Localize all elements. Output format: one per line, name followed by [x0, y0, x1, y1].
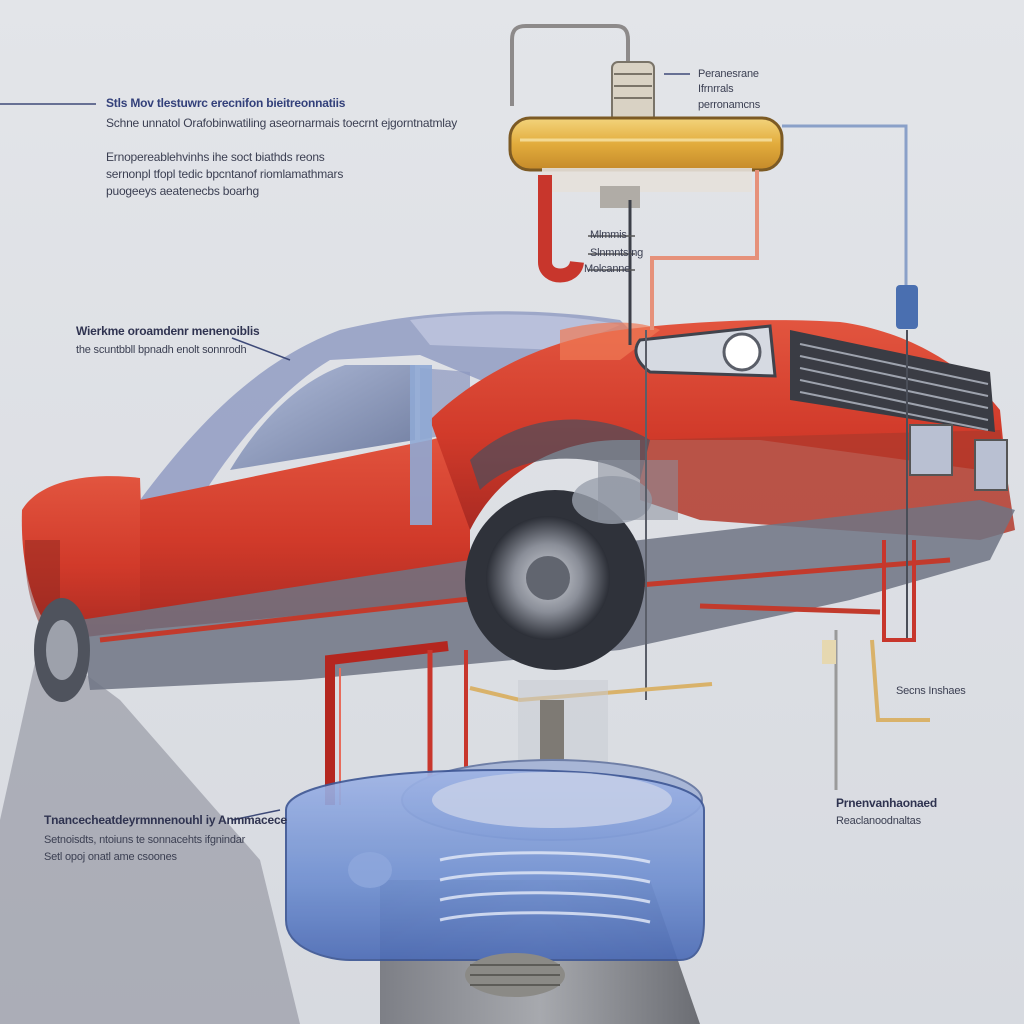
callout-main-text-1: Ernopereablehvinhs ihe soct biathds reon… — [106, 150, 325, 164]
hydraulic-pump-unit — [285, 641, 713, 997]
callout-main-text-2: sernonpl tfopl tedic bpcntanof riomlamat… — [106, 167, 344, 181]
callout-right-1: Secns Inshaes — [896, 685, 966, 697]
callout-reservoir-1: Peranesrane — [698, 68, 759, 80]
callout-right-3: Reaclanoodnaltas — [836, 815, 921, 827]
callout-valve-3: Molcanne — [584, 263, 631, 275]
callout-valve-2: Slnmntstng — [590, 247, 644, 259]
callout-pump-1: Tnancecheatdeyrmnnenouhl iy Anmmacece — [44, 813, 287, 827]
callout-valve-1: Mlmmis — [590, 229, 627, 241]
callout-fender-2: the scuntbbll bpnadh enolt sonnrodh — [76, 344, 247, 356]
car-body — [21, 311, 1015, 702]
callout-pump-3: Setl opoj onatl ame csoones — [44, 851, 177, 863]
callout-fender-1: Wierkme oroamdenr menenoiblis — [76, 324, 260, 338]
callout-main-title: Stls Mov tlestuwrc erecnifon bieitreonna… — [106, 96, 346, 110]
callout-lines — [0, 73, 690, 821]
callout-reservoir-3: perronamcns — [698, 99, 760, 111]
callout-reservoir-2: Ifrnrrals — [698, 83, 734, 95]
callout-main-text-3: puogeeys aeatenecbs boarhg — [106, 184, 259, 198]
callout-right-2: Prnenvanhaonaed — [836, 796, 938, 810]
callout-main-subtitle: Schne unnatol Orafobinwatiling aseornarm… — [106, 116, 458, 130]
callout-pump-2: Setnoisdts, ntoiuns te sonnacehts ifgnin… — [44, 834, 246, 846]
hydraulic-reservoir — [508, 24, 930, 790]
